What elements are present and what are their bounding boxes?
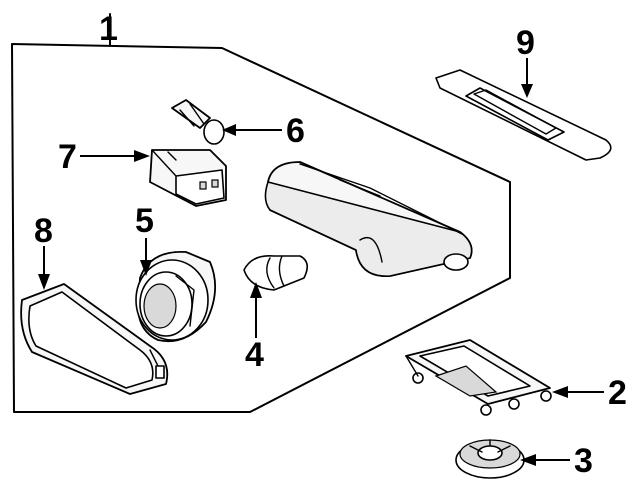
callout-5: 5 xyxy=(135,202,154,240)
assembly-outline xyxy=(11,13,511,413)
callout-2: 2 xyxy=(608,374,627,412)
part-4-wedge-bulb xyxy=(243,254,308,291)
part-5-socket-housing xyxy=(135,251,217,343)
callout-6: 6 xyxy=(286,112,305,150)
part-6-bulb xyxy=(171,99,225,145)
callout-9: 9 xyxy=(516,24,535,62)
part-2-bracket xyxy=(405,339,552,416)
part-7-socket xyxy=(149,149,227,207)
housing xyxy=(264,161,473,277)
part-3-grommet xyxy=(455,439,525,479)
part-8-lens xyxy=(20,283,169,395)
callout-4: 4 xyxy=(245,336,264,374)
callout-7: 7 xyxy=(58,138,77,176)
callout-8: 8 xyxy=(34,212,53,250)
callout-1: 1 xyxy=(99,10,118,48)
leader-arrows xyxy=(38,58,604,466)
callout-3: 3 xyxy=(574,442,593,480)
part-9-gasket xyxy=(435,69,612,161)
